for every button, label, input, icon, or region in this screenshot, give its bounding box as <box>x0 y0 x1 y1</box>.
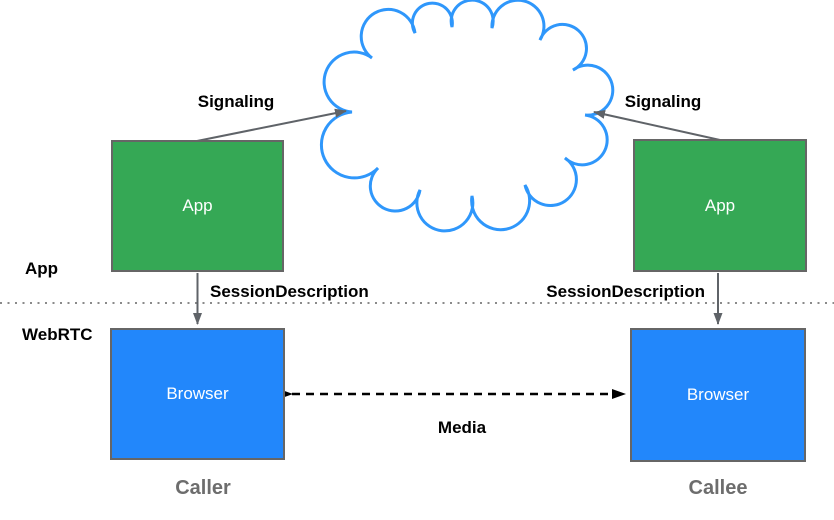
app-box-right: App <box>633 139 807 272</box>
signaling-label-right: Signaling <box>624 92 702 111</box>
signaling-arrow-left <box>196 108 347 142</box>
callee-caption: Callee <box>688 477 748 499</box>
browser-box-left-label: Browser <box>166 384 229 403</box>
browser-box-right-label: Browser <box>686 385 750 404</box>
layer-label-webrtc: WebRTC <box>22 325 93 344</box>
media-label: Media <box>437 418 487 437</box>
browser-box-right: Browser <box>630 328 806 462</box>
app-box-left: App <box>111 140 284 272</box>
app-box-left-label: App <box>182 196 213 215</box>
layer-label-app: App <box>25 259 59 278</box>
caller-caption: Caller <box>175 477 231 499</box>
signaling-label-left: Signaling <box>197 92 275 111</box>
app-box-right-label: App <box>704 195 736 215</box>
browser-box-left: Browser <box>110 328 285 460</box>
session-description-label-right: SessionDescription <box>546 282 705 301</box>
cloud-icon <box>319 0 615 233</box>
session-description-label-left: SessionDescription <box>210 282 369 301</box>
signaling-arrow-right <box>593 109 721 141</box>
